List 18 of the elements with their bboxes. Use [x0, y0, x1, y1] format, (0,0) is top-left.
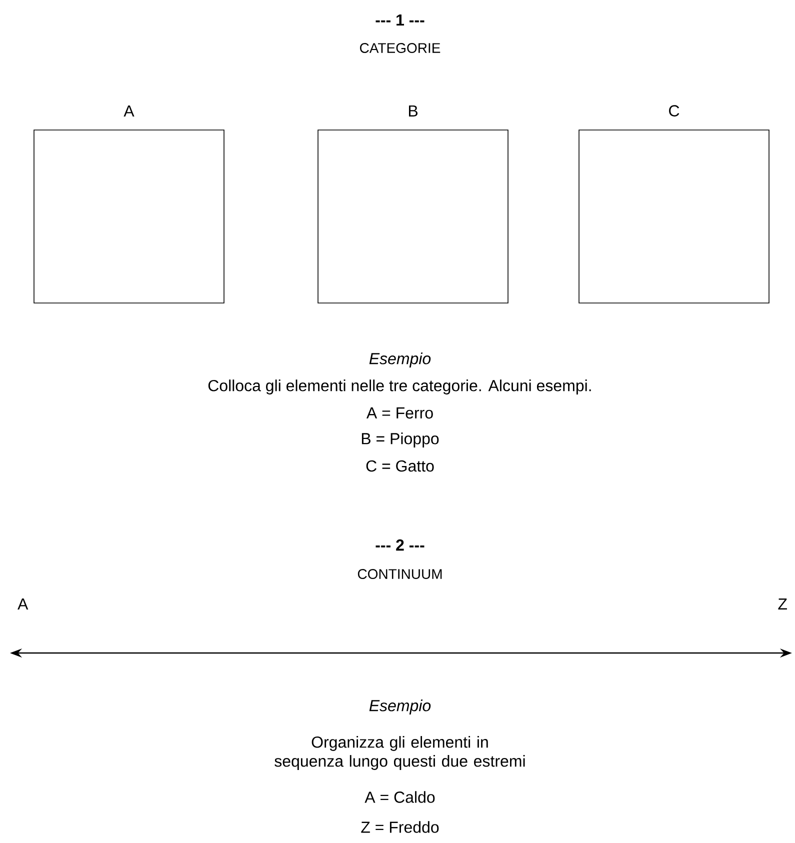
- section-title: CATEGORIE: [360, 43, 440, 53]
- example-text: A = Caldo: [364, 791, 435, 803]
- example-text: Z = Freddo: [361, 821, 439, 833]
- example-heading: Esempio: [369, 700, 431, 714]
- endpoint-label: Z: [778, 598, 787, 610]
- section-heading: --- 1 ---: [376, 14, 424, 26]
- example-text: A = Ferro: [366, 407, 433, 419]
- example-text: B = Pioppo: [362, 432, 439, 448]
- box-heading: A: [124, 105, 134, 116]
- example-text: C = Gatto: [366, 460, 434, 472]
- example-heading: Esempio: [369, 352, 431, 368]
- section-title: CONTINUUM: [358, 569, 442, 579]
- box-heading: B: [408, 105, 418, 116]
- endpoint-label: A: [18, 598, 28, 610]
- instruction-text: Organizza gli elementi in sequenza lungo questi due estremi: [274, 736, 525, 770]
- instruction-text: Colloca gli elementi nelle tre categorie. Alcuni esempi.: [208, 380, 591, 394]
- box-heading: C: [669, 105, 680, 116]
- section-heading: --- 2 ---: [376, 539, 424, 551]
